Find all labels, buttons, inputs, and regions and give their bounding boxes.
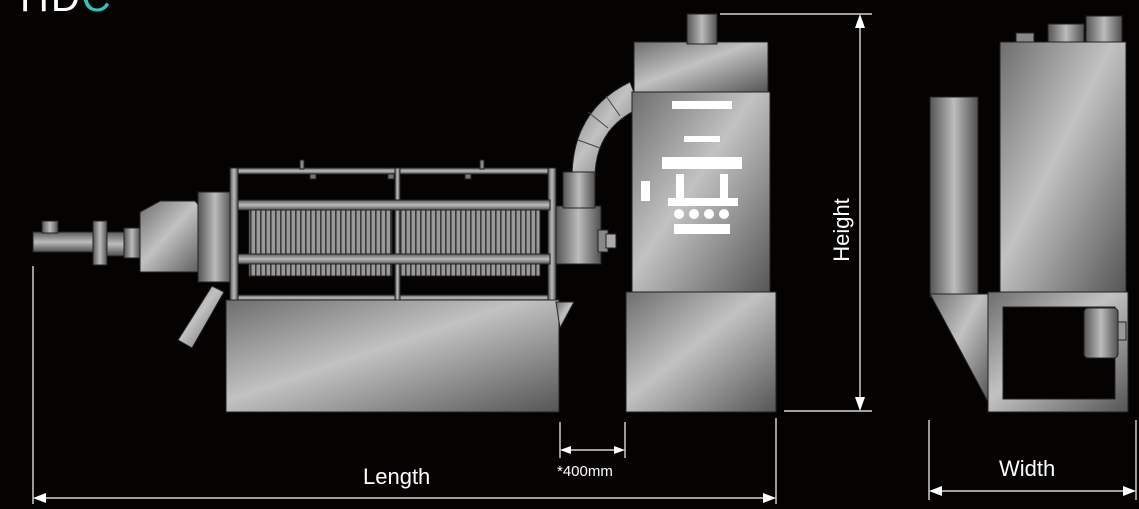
gearbox <box>139 200 206 273</box>
brand-logo: HDC <box>20 0 113 18</box>
flocculation-tank <box>633 41 769 93</box>
screen-coil-left <box>248 209 393 255</box>
sludge-tank <box>625 291 777 413</box>
height-arrow-top <box>855 14 865 28</box>
front-screw-housing <box>929 96 979 298</box>
logo-text-accent: C <box>82 0 113 20</box>
filtrate-tank <box>225 299 560 413</box>
screw-press-side-view <box>32 13 777 413</box>
machine-front-view <box>929 15 1129 413</box>
length-arrow-left <box>33 493 46 503</box>
logo-text-main: HD <box>20 0 82 20</box>
control-cabinet <box>631 91 771 295</box>
bearing-housing <box>197 191 233 283</box>
inlet-fitting <box>555 205 602 265</box>
front-motor <box>1083 307 1119 359</box>
support-leg <box>177 285 225 349</box>
height-label: Height <box>829 198 854 262</box>
length-label: Length <box>363 464 431 489</box>
height-arrow-bottom <box>855 397 865 411</box>
dimension-lines <box>32 13 1137 504</box>
screen-coil-right <box>399 209 541 255</box>
control-panel-icon <box>641 101 742 234</box>
frame-top-rail <box>229 167 557 175</box>
width-label: Width <box>999 456 1056 481</box>
length-arrow-right <box>763 493 776 503</box>
feed-pipe <box>571 81 641 179</box>
front-cabinet <box>999 41 1127 293</box>
gap-label: *400mm <box>557 463 613 480</box>
